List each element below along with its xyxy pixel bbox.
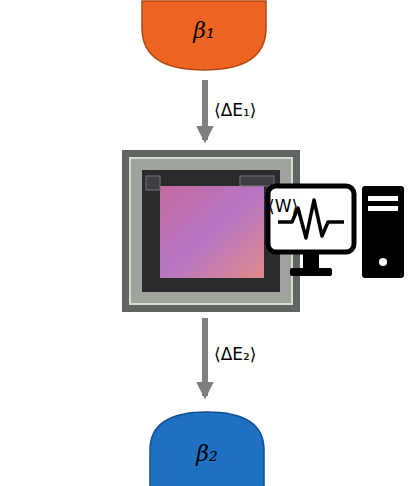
flow-label: ⟨ΔE₂⟩ xyxy=(214,344,256,364)
computer-icon xyxy=(268,186,404,278)
chip-die xyxy=(142,170,280,292)
flow-label: ⟨ΔE₁⟩ xyxy=(214,100,256,120)
bath-shape xyxy=(150,412,264,486)
temperature-label: β₁ xyxy=(193,18,215,43)
temperature-label: β₂ xyxy=(196,441,218,466)
heat-arrow xyxy=(202,80,208,140)
monitor-stand xyxy=(303,252,319,270)
computer-tower xyxy=(362,186,404,278)
heat-arrow xyxy=(202,318,208,396)
chip-pad xyxy=(240,176,274,186)
chip-qubit-array xyxy=(160,186,264,278)
tower-slot xyxy=(368,206,398,211)
bath-shape xyxy=(142,1,266,70)
chip-pad xyxy=(146,176,160,190)
power-button xyxy=(379,258,387,266)
monitor-screen xyxy=(268,186,354,252)
tower-slot xyxy=(368,196,398,201)
monitor-base xyxy=(290,268,332,276)
heat-bath: β₂ xyxy=(148,410,266,486)
heat-bath: β₁ xyxy=(140,0,268,72)
flow-label: ⟨W⟩ xyxy=(268,196,298,216)
